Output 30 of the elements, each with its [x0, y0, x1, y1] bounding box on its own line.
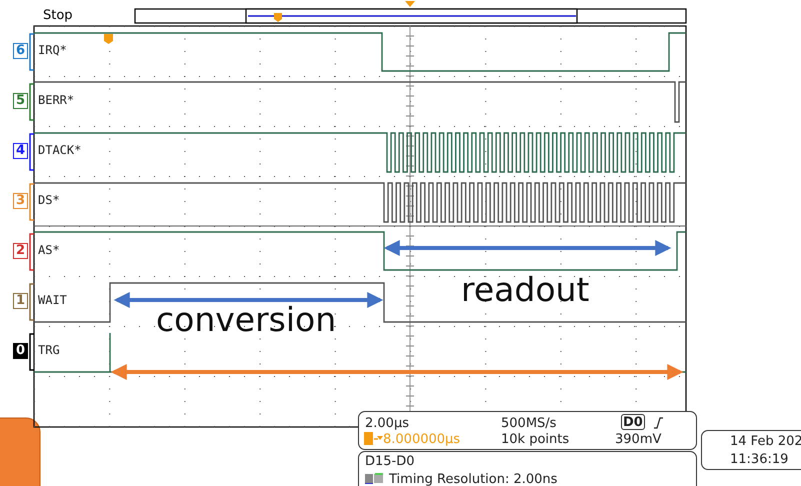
readout-text: Timing Resolution: 2.00ns: [389, 472, 558, 486]
channel-number: 4: [13, 143, 28, 159]
channel-label: IRQ*: [38, 43, 67, 57]
channel-label: TRG: [38, 343, 60, 357]
readout-panel: [701, 430, 801, 470]
channel-label: AS*: [38, 243, 60, 257]
readout-text: 390mV: [615, 432, 662, 447]
channel-label: DS*: [38, 193, 60, 207]
readout-panel: [358, 451, 697, 486]
span-label: conversion: [156, 300, 336, 340]
readout-panel: [358, 411, 697, 450]
channel-number: 3: [13, 193, 28, 209]
readout-text: 10k points: [501, 432, 570, 447]
readout-text: D0: [623, 415, 643, 430]
readout-text: 14 Feb 202: [730, 434, 801, 449]
channel-number: 0: [13, 343, 28, 359]
channel-number: 6: [13, 43, 28, 59]
channel-label: BERR*: [38, 93, 74, 107]
readout-text: 2.00µs: [365, 416, 409, 431]
status-text: Stop: [43, 8, 73, 23]
readout-text: 8.000000µs: [383, 432, 460, 447]
channel-label: WAIT: [38, 293, 67, 307]
readout-text: 500MS/s: [501, 416, 556, 431]
readout-text: D15-D0: [365, 454, 415, 469]
channel-number: 1: [13, 293, 28, 309]
channel-number: 5: [13, 93, 28, 109]
span-label: readout: [461, 270, 590, 310]
channel-label: DTACK*: [38, 143, 82, 157]
channel-number: 2: [13, 243, 28, 259]
readout-text: 11:36:19: [730, 452, 788, 467]
